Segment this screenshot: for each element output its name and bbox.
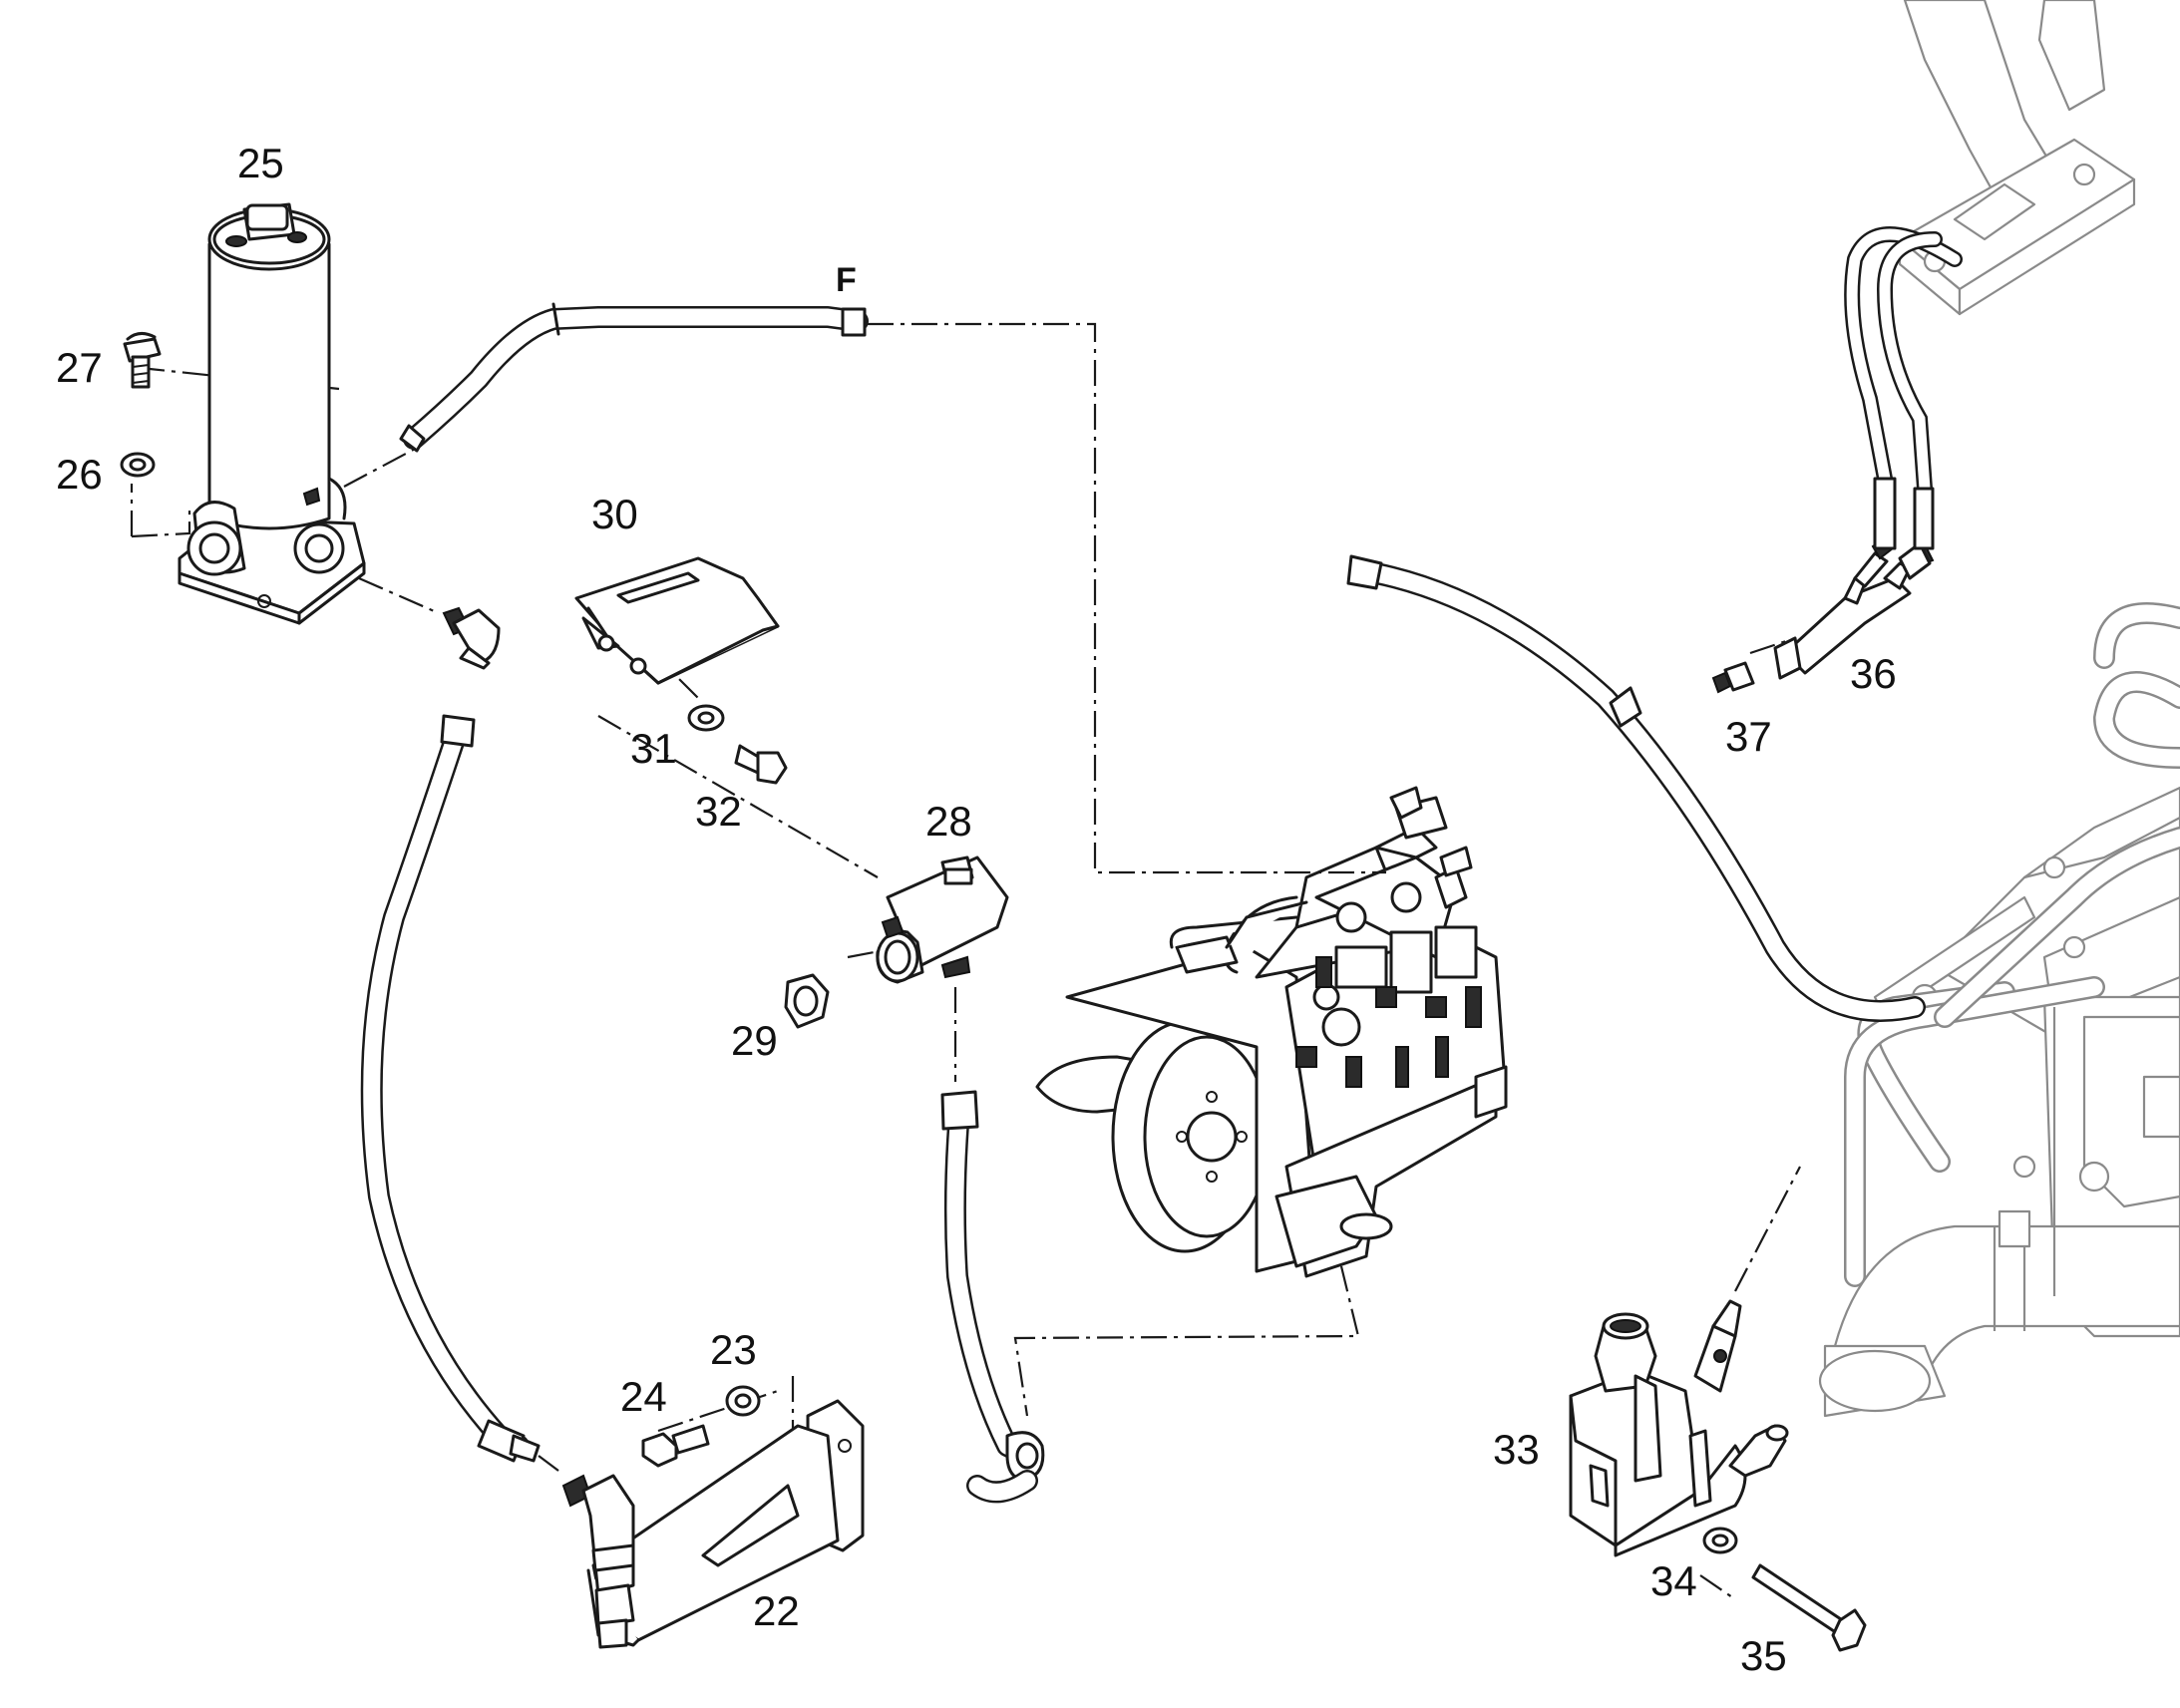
callout-33: 33 <box>1493 1426 1540 1473</box>
callout-25: 25 <box>237 140 284 186</box>
part-31-washer <box>687 704 725 732</box>
background-hoses <box>1844 602 2180 1287</box>
part-24-bolt <box>641 1424 710 1468</box>
hydraulic-pump-assembly <box>1035 786 1508 1278</box>
part-26-washer <box>120 452 156 478</box>
part-28-valve-block <box>876 855 1009 984</box>
callout-24: 24 <box>620 1373 667 1420</box>
part-23-washer <box>725 1385 761 1417</box>
part-34-washer <box>1702 1527 1738 1554</box>
callout-35: 35 <box>1740 1632 1787 1679</box>
callout-27: 27 <box>56 344 103 391</box>
callout-labels: F 22 23 24 25 26 27 28 29 30 31 32 33 34… <box>56 140 1897 1679</box>
part-32-bolt <box>734 744 788 785</box>
elbow-fitting-upper <box>442 606 501 670</box>
callout-34: 34 <box>1650 1557 1697 1604</box>
callout-30: 30 <box>591 491 638 537</box>
callout-31: 31 <box>630 725 677 772</box>
callout-37: 37 <box>1725 713 1772 760</box>
callout-23: 23 <box>710 1326 757 1373</box>
part-30-cover-plate <box>574 556 780 685</box>
upper-right-hoses <box>1844 226 1963 497</box>
left-long-hose <box>360 714 541 1463</box>
part-29-nut <box>784 973 830 1029</box>
elbow-fitting-lower <box>561 1474 635 1649</box>
machine-frame-context <box>1818 0 2180 1418</box>
long-middle-hose <box>1346 554 1926 1022</box>
callout-36: 36 <box>1850 650 1897 697</box>
callout-29: 29 <box>731 1017 778 1064</box>
part-25-filter-housing <box>178 202 366 625</box>
callout-32: 32 <box>695 788 742 835</box>
callout-22: 22 <box>753 1587 800 1634</box>
callout-28: 28 <box>925 798 972 845</box>
reference-letter-f: F <box>836 261 857 299</box>
part-36-fitting-assembly <box>1773 477 1935 680</box>
middle-hose <box>940 1090 1045 1504</box>
part-35-long-bolt <box>1751 1563 1867 1652</box>
callout-26: 26 <box>56 451 103 498</box>
hose-f <box>399 302 869 453</box>
part-27-bolt <box>123 332 162 389</box>
leader-lines <box>130 322 1801 1600</box>
part-33-solenoid-valve <box>1569 1299 1789 1557</box>
part-37-nipple <box>1711 661 1755 694</box>
